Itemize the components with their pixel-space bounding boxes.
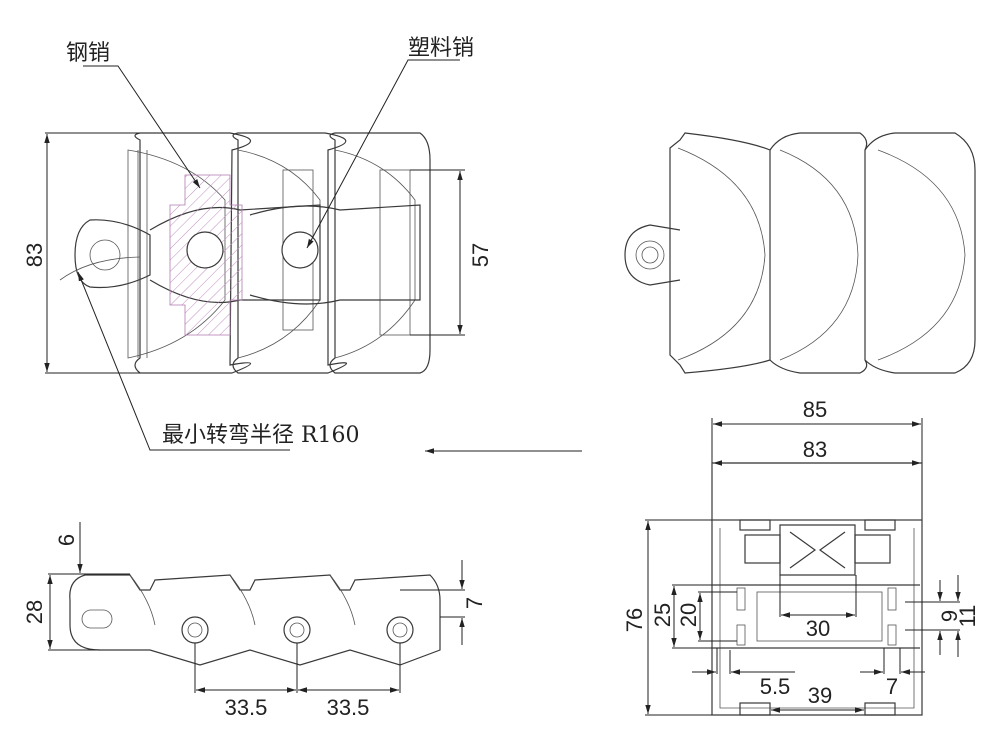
dimension-28: 28 bbox=[22, 600, 47, 624]
dimension-pitch-2: 33.5 bbox=[327, 695, 370, 720]
label-plastic-pin: 塑料销 bbox=[408, 36, 474, 61]
dimension-7-section: 7 bbox=[886, 674, 898, 699]
dimension-76: 76 bbox=[622, 608, 647, 632]
dimension-6: 6 bbox=[54, 534, 79, 546]
dimension-85: 85 bbox=[803, 397, 827, 422]
top-view: 83 57 钢销 塑料销 最小转弯半径 R160 bbox=[22, 36, 582, 454]
bottom-view bbox=[624, 132, 976, 374]
plate-1 bbox=[669, 132, 771, 374]
dimension-9: 9 bbox=[937, 610, 962, 622]
dimension-11: 11 bbox=[955, 605, 980, 628]
label-steel-pin: 钢销 bbox=[66, 41, 110, 66]
dimension-5-5: 5.5 bbox=[760, 674, 791, 699]
chain-link-1 bbox=[127, 132, 252, 374]
turning-radius-arc bbox=[59, 256, 141, 281]
dimension-57: 57 bbox=[468, 243, 493, 267]
dimension-39: 39 bbox=[808, 683, 832, 708]
pin-circle-3 bbox=[386, 616, 414, 644]
pin-eye bbox=[624, 224, 681, 286]
dimension-25: 25 bbox=[650, 603, 675, 627]
pin-circle-2 bbox=[283, 616, 311, 644]
dimension-83: 83 bbox=[22, 243, 47, 267]
chain-link-3 bbox=[329, 132, 431, 374]
dimension-20: 20 bbox=[676, 603, 701, 627]
leader-min-radius bbox=[77, 271, 290, 451]
dimension-83-section: 83 bbox=[803, 437, 827, 462]
steel-pin-hole bbox=[186, 231, 224, 269]
dimension-7-side: 7 bbox=[462, 597, 487, 609]
plate-2 bbox=[769, 132, 868, 374]
pin-circle-1 bbox=[181, 616, 209, 644]
leader-plastic-pin bbox=[306, 59, 460, 249]
plate-3 bbox=[864, 132, 976, 374]
pin-lobe bbox=[74, 204, 421, 305]
leader-steel-pin bbox=[83, 65, 201, 189]
cross-section: 85 83 76 25 20 30 5.5 7 39 9 11 bbox=[622, 397, 980, 716]
dimension-30: 30 bbox=[806, 616, 830, 641]
label-min-radius: 最小转弯半径 R160 bbox=[162, 423, 360, 448]
dimension-pitch-1: 33.5 bbox=[225, 695, 268, 720]
side-view: 28 6 7 33.5 33.5 bbox=[22, 522, 487, 720]
